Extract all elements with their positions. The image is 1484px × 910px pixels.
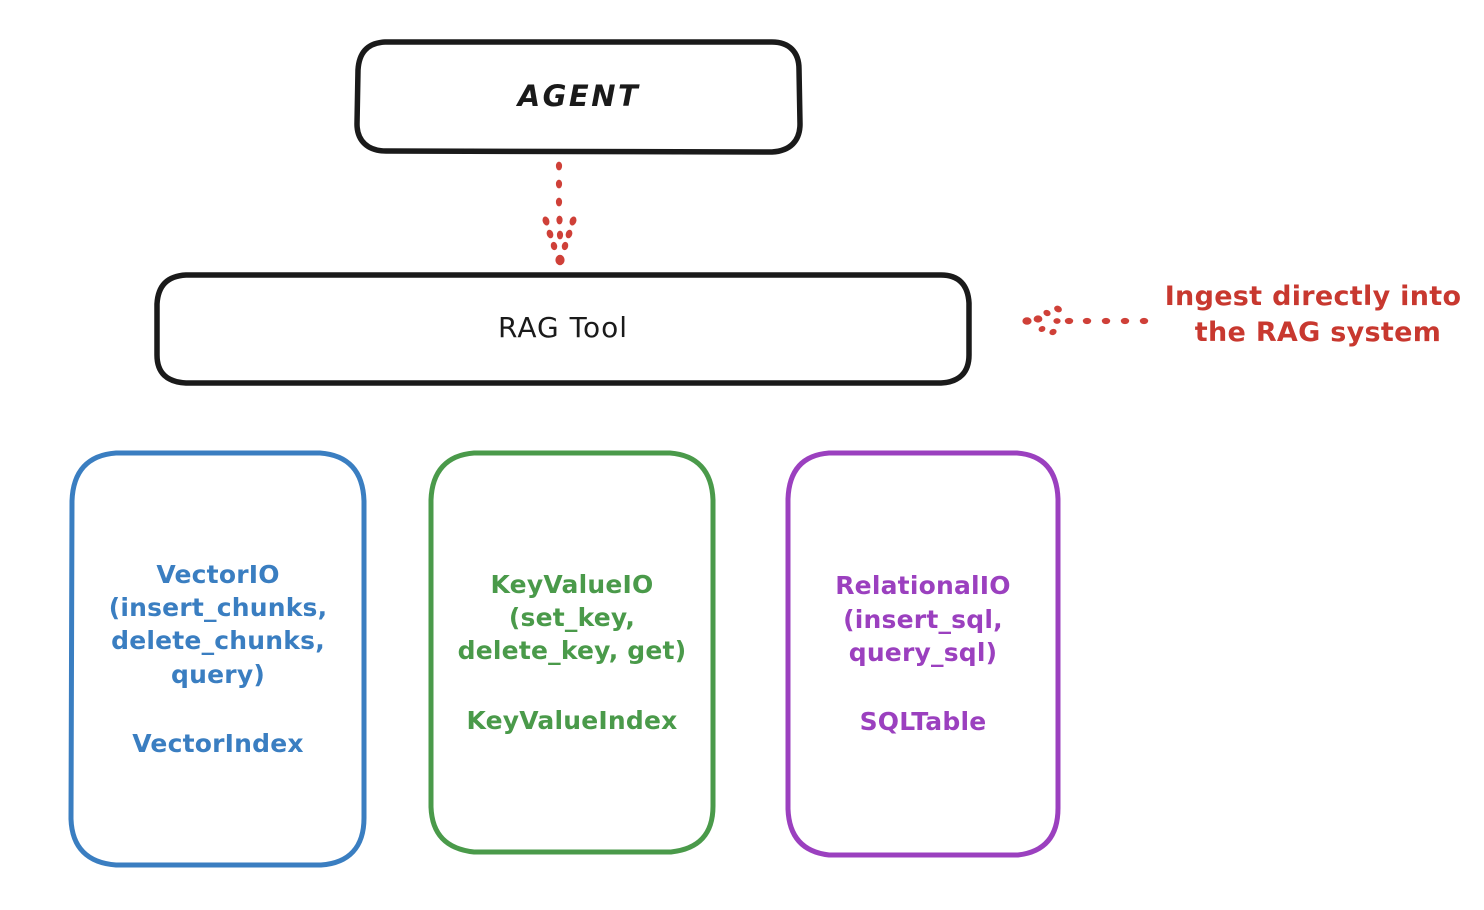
node-vector-io-index: VectorIndex: [132, 729, 304, 758]
annotation-ingest: Ingest directly into the RAG system: [1148, 279, 1478, 350]
node-vector-io-methods: VectorIO (insert_chunks, delete_chunks, …: [108, 559, 328, 689]
edge-ingest-to-rag-tool: [1022, 305, 1149, 336]
edge-agent-to-rag-tool: [542, 161, 577, 266]
rag-tool-box-outline: [154, 272, 972, 386]
node-relational-io-methods: RelationalIO (insert_sql, query_sql): [835, 571, 1011, 667]
node-vector-io-text: VectorIO (insert_chunks, delete_chunks, …: [109, 525, 328, 794]
agent-box-outline: [354, 39, 803, 155]
node-rag-tool[interactable]: RAG Tool: [154, 271, 972, 386]
node-key-value-io[interactable]: KeyValueIO (set_key, delete_key, get) Ke…: [427, 449, 717, 856]
relational-io-box-outline: [785, 450, 1061, 858]
node-agent[interactable]: AGENT: [354, 38, 803, 155]
node-relational-io-index: SQLTable: [859, 707, 987, 737]
node-relational-io-text: RelationalIO (insert_sql, query_sql) SQL…: [835, 536, 1011, 772]
node-relational-io[interactable]: RelationalIO (insert_sql, query_sql) SQL…: [784, 449, 1062, 859]
node-key-value-io-text: KeyValueIO (set_key, delete_key, get) Ke…: [458, 535, 687, 771]
node-key-value-io-methods: KeyValueIO (set_key, delete_key, get): [457, 569, 687, 666]
annotation-ingest-line-2: the RAG system: [1194, 316, 1442, 348]
vector-io-box-outline: [68, 450, 367, 868]
annotation-ingest-line-1: Ingest directly into: [1164, 281, 1462, 312]
node-key-value-io-index: KeyValueIndex: [466, 705, 678, 735]
key-value-io-box-outline: [428, 450, 716, 855]
node-vector-io[interactable]: VectorIO (insert_chunks, delete_chunks, …: [68, 449, 368, 869]
node-rag-tool-label: RAG Tool: [498, 311, 628, 345]
node-agent-label: AGENT: [517, 78, 641, 113]
